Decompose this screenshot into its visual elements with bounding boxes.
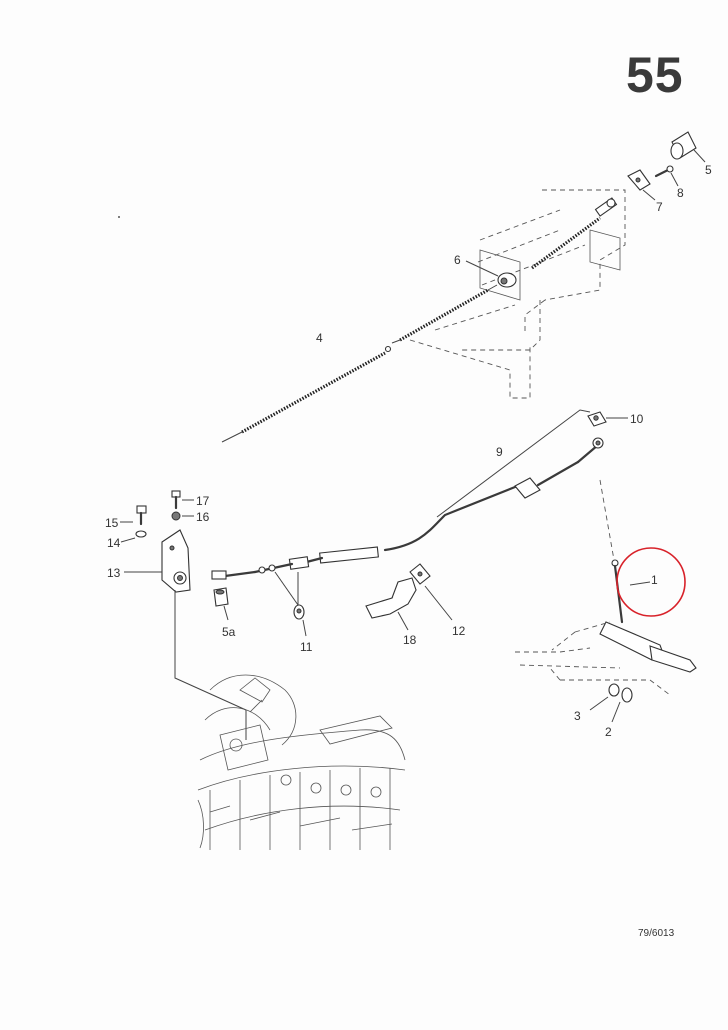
nut-part-3 bbox=[589, 683, 620, 711]
bush-part-2 bbox=[611, 687, 633, 723]
callout-15: 15 bbox=[105, 516, 119, 530]
upper-housing-outline bbox=[409, 189, 626, 399]
callout-14: 14 bbox=[107, 536, 121, 550]
nut-part-16 bbox=[171, 511, 194, 521]
clip-part-7 bbox=[627, 169, 656, 201]
grommet-part-6 bbox=[465, 260, 517, 288]
callout-5a: 5a bbox=[222, 625, 236, 639]
callout-9: 9 bbox=[496, 445, 503, 459]
callout-2: 2 bbox=[605, 725, 612, 739]
callout-labels: 1 2 3 4 5 5a 6 7 8 9 10 11 12 13 14 15 1… bbox=[105, 163, 712, 739]
screw-part-8 bbox=[654, 165, 679, 187]
callout-7: 7 bbox=[656, 200, 663, 214]
control-cable-assembly bbox=[211, 546, 379, 606]
engine-block-sketch bbox=[174, 590, 406, 850]
callout-5: 5 bbox=[705, 163, 712, 177]
clip-part-10 bbox=[587, 411, 628, 427]
clip-part-11 bbox=[293, 604, 307, 637]
bush-part-5a bbox=[213, 587, 229, 621]
callout-3: 3 bbox=[574, 709, 581, 723]
bracket-part-13 bbox=[124, 529, 191, 593]
speedometer-cable-part-4 bbox=[221, 284, 498, 443]
callout-10: 10 bbox=[630, 412, 644, 426]
callout-11: 11 bbox=[300, 640, 313, 654]
bush-part-5 bbox=[670, 131, 706, 163]
washer-part-14 bbox=[120, 530, 147, 543]
clip-part-12 bbox=[409, 563, 453, 621]
callout-17: 17 bbox=[196, 494, 210, 508]
callout-4: 4 bbox=[316, 331, 323, 345]
callout-13: 13 bbox=[107, 566, 121, 580]
callout-12: 12 bbox=[452, 624, 466, 638]
callout-16: 16 bbox=[196, 510, 210, 524]
bolt-part-17 bbox=[171, 490, 194, 510]
page-number: 55 bbox=[626, 47, 684, 103]
callout-18: 18 bbox=[403, 633, 417, 647]
bracket-part-18 bbox=[365, 577, 417, 631]
callout-6: 6 bbox=[454, 253, 461, 267]
speedometer-cable-upper-section bbox=[531, 197, 618, 270]
bolt-part-15 bbox=[120, 505, 147, 526]
print-dot bbox=[118, 216, 120, 218]
callout-1: 1 bbox=[651, 573, 658, 587]
callout-8: 8 bbox=[677, 186, 684, 200]
throttle-cable-part-9 bbox=[383, 409, 604, 552]
drawing-code: 79/6013 bbox=[638, 928, 675, 939]
accelerator-pedal-part-1 bbox=[515, 479, 697, 696]
highlight-circle bbox=[616, 547, 686, 617]
